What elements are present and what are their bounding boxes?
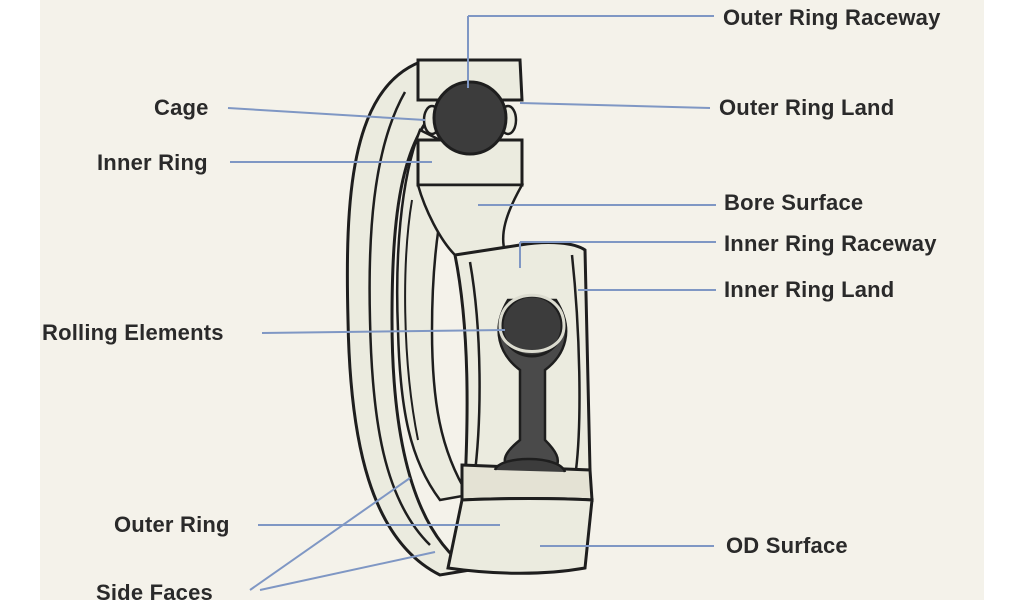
leader-cage	[227, 107, 426, 121]
label-outer-ring-raceway: Outer Ring Raceway	[723, 5, 941, 30]
label-side-faces: Side Faces	[96, 580, 213, 605]
inner-ring-groove	[404, 199, 419, 441]
outer-ring-shape	[345, 60, 474, 577]
label-outer-ring-land: Outer Ring Land	[719, 95, 895, 120]
top-outer-block	[416, 58, 524, 102]
leader-rolling-elements	[261, 329, 506, 334]
leader-outer-ring-land	[519, 102, 711, 109]
outer-ring-groove	[368, 91, 431, 546]
top-ball	[432, 80, 508, 156]
label-cage: Cage	[154, 95, 209, 120]
label-rolling-elements: Rolling Elements	[42, 320, 224, 345]
bottom-raceway	[493, 457, 567, 473]
leader-side-faces-1	[249, 477, 411, 591]
leader-side-faces-2	[259, 551, 436, 591]
label-inner-ring: Inner Ring	[97, 150, 208, 175]
label-outer-ring: Outer Ring	[114, 512, 230, 537]
label-inner-ring-raceway: Inner Ring Raceway	[724, 231, 937, 256]
label-bore-surface: Bore Surface	[724, 190, 864, 215]
cutaway-left-edge	[468, 261, 481, 481]
inner-ring-shape	[395, 128, 471, 502]
label-od-surface: OD Surface	[726, 533, 848, 558]
leader-lines	[227, 15, 716, 591]
cutaway-right-edge	[570, 254, 581, 471]
cage-pocket-rim	[498, 293, 566, 353]
label-inner-ring-land: Inner Ring Land	[724, 277, 895, 302]
bottom-block-body	[446, 497, 594, 575]
